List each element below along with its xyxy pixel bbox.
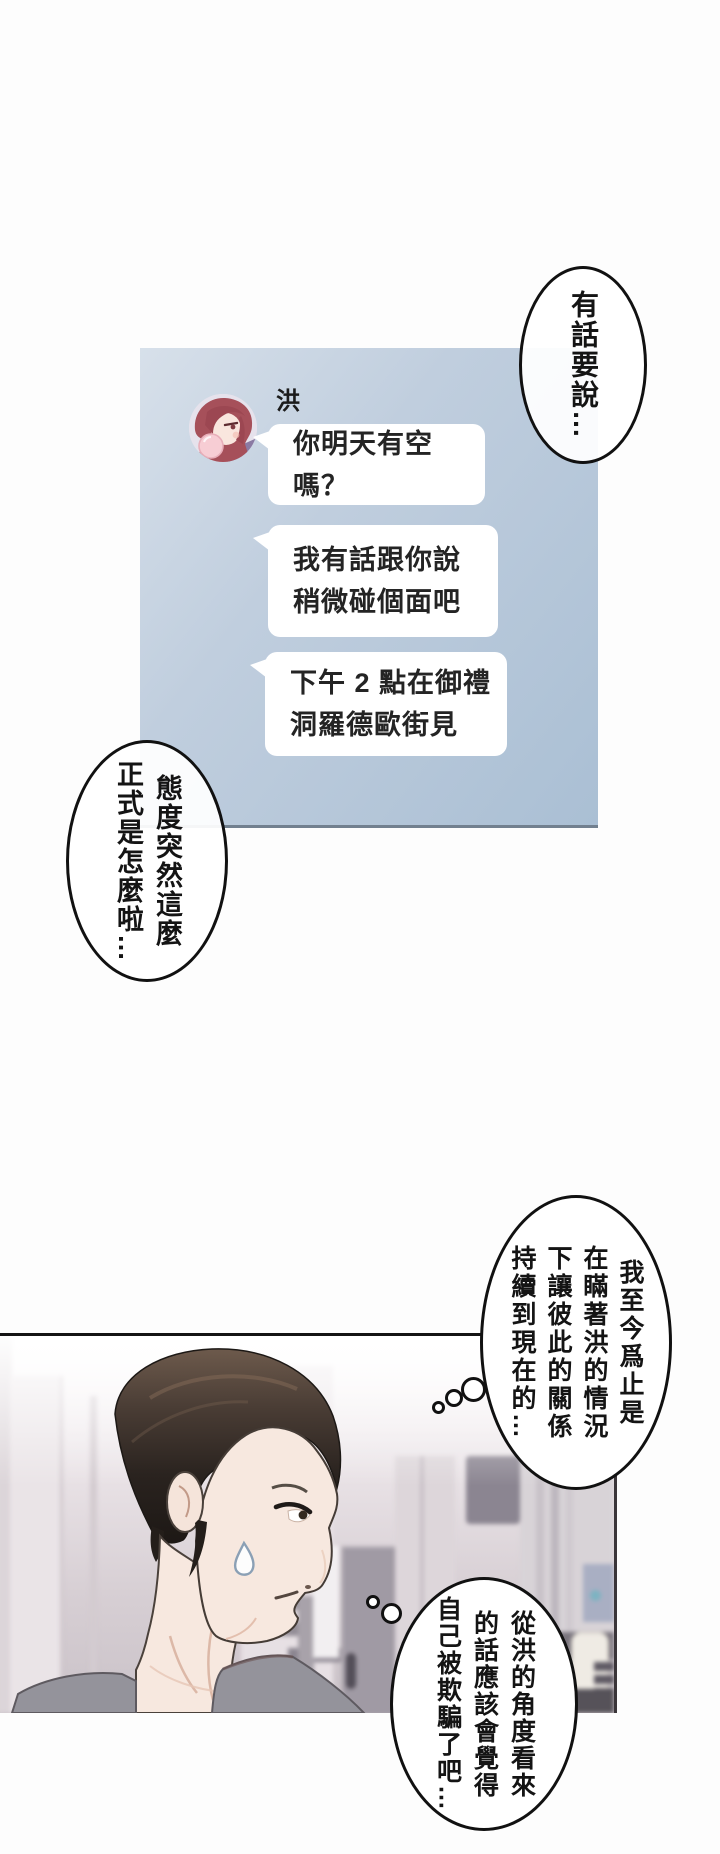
man-eyebrow bbox=[271, 1483, 308, 1494]
chat-message-2-text: 我有話跟你說 稍微碰個面吧 bbox=[293, 545, 461, 617]
avatar-eye bbox=[223, 421, 239, 427]
man-eye bbox=[298, 1510, 308, 1520]
thought-bubble-upper-text: 我至今爲止是 在瞞著洪的情況 下讓彼此的關係 持續到現在的… bbox=[508, 1244, 644, 1441]
man-face bbox=[194, 1426, 339, 1645]
chat-message-3-text: 下午 2 點在御禮 洞羅德歐街見 bbox=[290, 668, 492, 740]
bg-pipe bbox=[536, 1396, 544, 1636]
man-nostril bbox=[305, 1585, 311, 1589]
man-ear bbox=[166, 1471, 204, 1533]
thought-trail-dot bbox=[445, 1389, 463, 1407]
bg-shelf-slats bbox=[594, 1662, 614, 1671]
thought-trail-dot bbox=[381, 1603, 402, 1624]
avatar bbox=[189, 394, 257, 462]
thought-trail-dot bbox=[432, 1401, 445, 1414]
red-haired-girl-avatar-art bbox=[189, 394, 257, 462]
chat-message-1-text: 你明天有空嗎？ bbox=[293, 428, 433, 501]
thought-trail-dot bbox=[366, 1595, 380, 1609]
avatar-bangs bbox=[205, 406, 245, 434]
chat-message-2: 我有話跟你說 稍微碰個面吧 bbox=[253, 525, 498, 637]
chat-message-3: 下午 2 點在御禮 洞羅德歐街見 bbox=[250, 652, 507, 756]
man-shirt-left bbox=[10, 1671, 137, 1713]
man-portrait bbox=[10, 1348, 366, 1713]
contact-name: 洪 bbox=[276, 388, 301, 415]
sweat-drop bbox=[233, 1540, 255, 1576]
thought-trail-dot bbox=[461, 1377, 486, 1402]
bg-door-frame bbox=[90, 1396, 97, 1713]
speech-bubble-top-text: 有話要說… bbox=[568, 290, 599, 440]
thought-bubble-upper: 我至今爲止是 在瞞著洪的情況 下讓彼此的關係 持續到現在的… bbox=[480, 1195, 672, 1490]
man-mouth bbox=[274, 1590, 299, 1600]
speech-bubble-top: 有話要說… bbox=[519, 266, 647, 464]
thought-bubble-lower-text: 從洪的角度看來 的話應該會覺得 自己被欺騙了吧… bbox=[433, 1596, 536, 1812]
man-sideburn bbox=[189, 1520, 207, 1577]
speech-bubble-left-text: 態度突然這麼 正式是怎麼啦… bbox=[113, 759, 182, 963]
speech-bubble-left: 態度突然這麼 正式是怎麼啦… bbox=[66, 740, 228, 982]
chat-panel: 洪 你明天有空嗎？ 我有話跟你說 稍微碰個面吧 下午 2 點在御禮 洞羅德歐街見 bbox=[140, 348, 598, 828]
thought-bubble-lower: 從洪的角度看來 的話應該會覺得 自己被欺騙了吧… bbox=[390, 1577, 578, 1831]
chat-message-1: 你明天有空嗎？ bbox=[253, 424, 485, 505]
bg-door-handle bbox=[346, 1653, 356, 1689]
scene-panel bbox=[0, 1333, 617, 1713]
